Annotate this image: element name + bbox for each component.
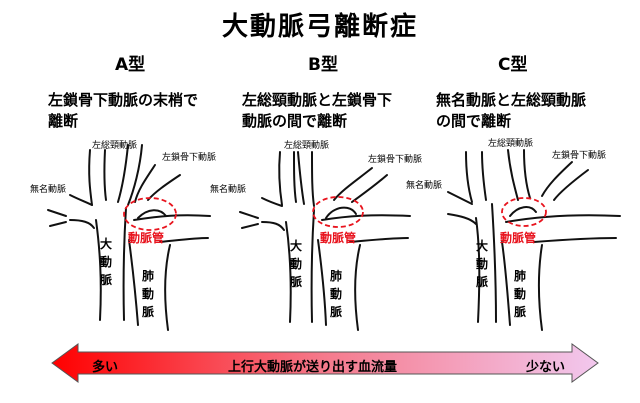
type-c-pulmonary-vessel [501, 241, 511, 326]
type-b-aorta-label: 大 動 脈 [290, 238, 302, 289]
type-b-subclavian-vessel [333, 167, 373, 201]
type-c-aorta-char-3: 脈 [476, 274, 488, 289]
type-c-brachiocephalic-vessel [465, 151, 473, 203]
type-a-ductus-circle [123, 197, 177, 231]
type-b-description: 左総頸動脈と左鎖骨下 動脈の間で離断 [242, 90, 392, 132]
type-b-aorta-char-1: 大 [290, 238, 302, 253]
type-a-aorta-label: 大 動 脈 [100, 236, 112, 287]
type-b-ductus-circle [312, 196, 364, 228]
blood-flow-arrow [51, 343, 599, 383]
type-c-pulmonary-char-1: 肺 [514, 268, 526, 283]
type-b-pulmonary-char-3: 脈 [330, 304, 342, 319]
type-c-brachiocephalic-label: 無名動脈 [406, 179, 442, 191]
type-b-carotid-vessel [297, 151, 305, 205]
type-c-desc-line1: 無名動脈と左総頸動脈 [436, 91, 587, 109]
type-b-pulmonary-char-1: 肺 [330, 268, 342, 283]
type-a-description: 左鎖骨下動脈の末梢で 離断 [48, 90, 198, 132]
type-c-pulmonary-label: 肺 動 脈 [514, 268, 526, 319]
type-a-ductus-label: 動脈管 [128, 230, 164, 245]
type-c-ductus-vessel [509, 206, 537, 217]
type-a-pulmonary-vessel [128, 239, 139, 326]
type-c-desc-line2: の間で離断 [436, 112, 512, 130]
type-a-carotid-label: 左総頸動脈 [92, 139, 137, 151]
type-a-pulmonary-char-3: 脈 [142, 304, 154, 319]
arrow-right-text: 少ない [526, 360, 566, 375]
type-b-pulmonary-label: 肺 動 脈 [330, 268, 342, 319]
type-c-aorta-label: 大 動 脈 [476, 238, 488, 289]
type-b-desc-line1: 左総頸動脈と左鎖骨下 [242, 91, 393, 109]
type-b-desc-line2: 動脈の間で離断 [242, 112, 348, 130]
type-b-brachiocephalic-vessel [278, 151, 283, 206]
type-a-pulmonary-label: 肺 動 脈 [142, 268, 154, 319]
type-a-pulmonary-char-1: 肺 [142, 268, 154, 283]
type-c-description: 無名動脈と左総頸動脈 の間で離断 [436, 90, 586, 132]
type-a-subclavian-label: 左鎖骨下動脈 [162, 151, 216, 163]
page-title: 大動脈弓離断症 [221, 12, 418, 42]
gradient-double-arrow [51, 343, 599, 383]
type-c-pulmonary-char-2: 動 [514, 286, 526, 301]
type-b-pulmonary-vessel [317, 239, 327, 326]
type-a-aorta-char-1: 大 [100, 236, 112, 251]
type-a-brachiocephalic-vessel [88, 149, 93, 206]
type-c-subclavian-vessel [541, 161, 573, 197]
type-c-aorta-vessel [475, 217, 481, 323]
type-c-aorta-char-1: 大 [476, 238, 488, 253]
type-b-aorta-vessel [285, 221, 292, 323]
type-c-subclavian-label: 左鎖骨下動脈 [552, 149, 606, 161]
type-b-aorta-char-2: 動 [290, 256, 302, 271]
type-c-aorta-char-2: 動 [476, 256, 488, 271]
type-a-desc-line2: 離断 [48, 112, 79, 130]
type-a-ductus-vessel [137, 209, 167, 219]
type-b-pulmonary-char-2: 動 [330, 286, 342, 301]
type-a-brachiocephalic-label: 無名動脈 [30, 183, 66, 195]
type-c-ductus-label: 動脈管 [500, 230, 536, 245]
type-c-carotid-label: 左総頸動脈 [488, 137, 533, 149]
type-c-pulmonary-char-3: 脈 [514, 304, 526, 319]
type-b-label: B型 [308, 55, 338, 75]
type-b-diagram: 左総頸動脈 左鎖骨下動脈 無名動脈 動脈管 大 動 脈 肺 動 脈 [210, 139, 422, 331]
type-b-aorta-char-3: 脈 [290, 274, 302, 289]
type-b-carotid-label: 左総頸動脈 [284, 139, 329, 151]
type-c-ductus-circle [501, 197, 547, 227]
type-c-label: C型 [498, 55, 528, 75]
type-b-ductus-vessel [325, 206, 357, 219]
type-a-pulmonary-char-2: 動 [142, 286, 154, 301]
type-a-desc-line1: 左鎖骨下動脈の末梢で [48, 91, 199, 109]
type-a-aorta-vessel [95, 219, 102, 321]
type-a-diagram: 左総頸動脈 左鎖骨下動脈 無名動脈 動脈管 大 動 脈 肺 動 脈 [30, 139, 216, 331]
type-c-carotid-vessel [507, 149, 519, 201]
arrow-center-text: 上行大動脈が送り出す血流量 [228, 360, 398, 375]
type-c-diagram: 左総頸動脈 左鎖骨下動脈 無名動脈 動脈管 大 動 脈 肺 動 脈 [406, 137, 621, 331]
type-a-aorta-char-2: 動 [100, 254, 112, 269]
type-b-ductus-label: 動脈管 [320, 230, 356, 245]
type-a-carotid-vessel [117, 144, 129, 203]
type-b-subclavian-label: 左鎖骨下動脈 [368, 153, 422, 165]
arrow-left-text: 多い [92, 360, 119, 375]
type-a-aorta-char-3: 脈 [100, 272, 112, 287]
type-b-brachiocephalic-label: 無名動脈 [210, 183, 246, 195]
type-a-label: A型 [115, 55, 146, 75]
type-a-subclavian-vessel [134, 164, 156, 203]
